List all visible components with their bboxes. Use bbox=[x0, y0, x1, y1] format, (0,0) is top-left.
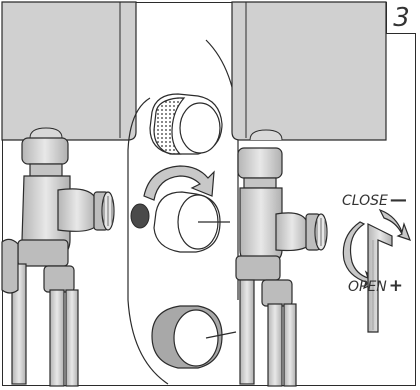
open-label-group: OPEN+ bbox=[348, 278, 403, 295]
open-label: OPEN bbox=[348, 279, 387, 295]
close-symbol: — bbox=[389, 190, 407, 210]
left-radiator bbox=[1, 1, 137, 141]
knurled-cap bbox=[149, 93, 223, 155]
valve-seal bbox=[130, 203, 150, 229]
step-number-box: 3 bbox=[386, 2, 416, 34]
hex-key-icon bbox=[367, 223, 393, 333]
right-radiator bbox=[231, 1, 387, 141]
step-number: 3 bbox=[393, 2, 410, 33]
banded-cap bbox=[151, 305, 237, 369]
rotate-arrow-icon bbox=[143, 165, 215, 201]
right-valve bbox=[235, 147, 328, 387]
diagram-frame bbox=[2, 2, 416, 386]
open-symbol: + bbox=[388, 276, 404, 296]
close-label: CLOSE bbox=[342, 193, 388, 209]
close-label-group: CLOSE— bbox=[342, 192, 407, 209]
plain-cap bbox=[153, 191, 230, 253]
left-valve bbox=[1, 137, 115, 387]
